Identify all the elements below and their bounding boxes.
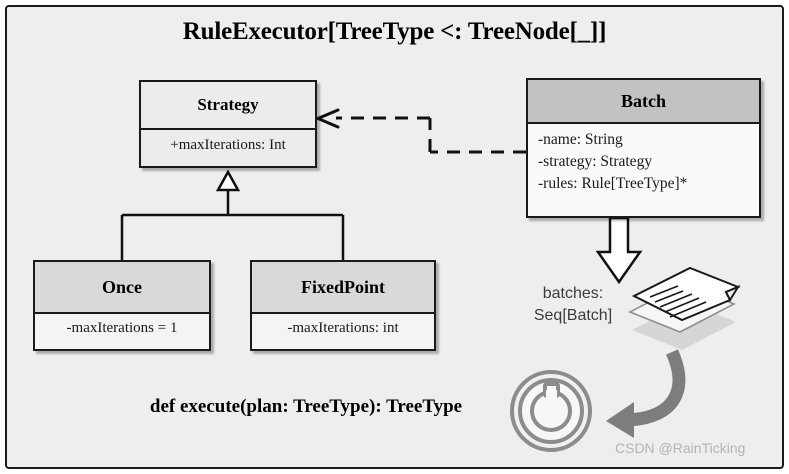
batches-label-line-1: batches: <box>542 285 604 302</box>
uml-class-fixedpoint-title: FixedPoint <box>252 262 434 314</box>
uml-class-strategy-attributes: +maxIterations: Int <box>141 130 315 166</box>
page-title: RuleExecutor[TreeType <: TreeNode[_]] <box>182 18 607 45</box>
uml-class-strategy[interactable]: Strategy +maxIterations: Int <box>139 80 317 168</box>
attribute-row: -maxIterations = 1 <box>66 320 178 336</box>
uml-class-once-title: Once <box>35 262 209 314</box>
attribute-row: -rules: Rule[TreeType]* <box>538 175 688 192</box>
batches-label-line-2: Seq[Batch] <box>533 307 613 325</box>
batches-label: batches: Seq[Batch] <box>518 283 628 327</box>
attribute-row: +maxIterations: Int <box>170 137 286 153</box>
uml-class-batch-title: Batch <box>528 80 759 124</box>
uml-class-fixedpoint-attributes: -maxIterations: int <box>252 314 434 349</box>
method-signature: def execute(plan: TreeType): TreeType <box>149 396 463 417</box>
uml-class-strategy-title: Strategy <box>141 82 315 130</box>
watermark: CSDN @RainTicking <box>615 440 746 456</box>
uml-class-once-attributes: -maxIterations = 1 <box>35 314 209 349</box>
attribute-row: -strategy: Strategy <box>538 153 653 170</box>
uml-class-once[interactable]: Once -maxIterations = 1 <box>33 260 211 351</box>
uml-class-batch[interactable]: Batch -name: String -strategy: Strategy … <box>526 78 761 218</box>
uml-class-batch-attributes: -name: String -strategy: Strategy -rules… <box>528 124 759 216</box>
attribute-row: -maxIterations: int <box>287 320 399 336</box>
attribute-row: -name: String <box>538 131 623 148</box>
uml-class-fixedpoint[interactable]: FixedPoint -maxIterations: int <box>250 260 436 351</box>
